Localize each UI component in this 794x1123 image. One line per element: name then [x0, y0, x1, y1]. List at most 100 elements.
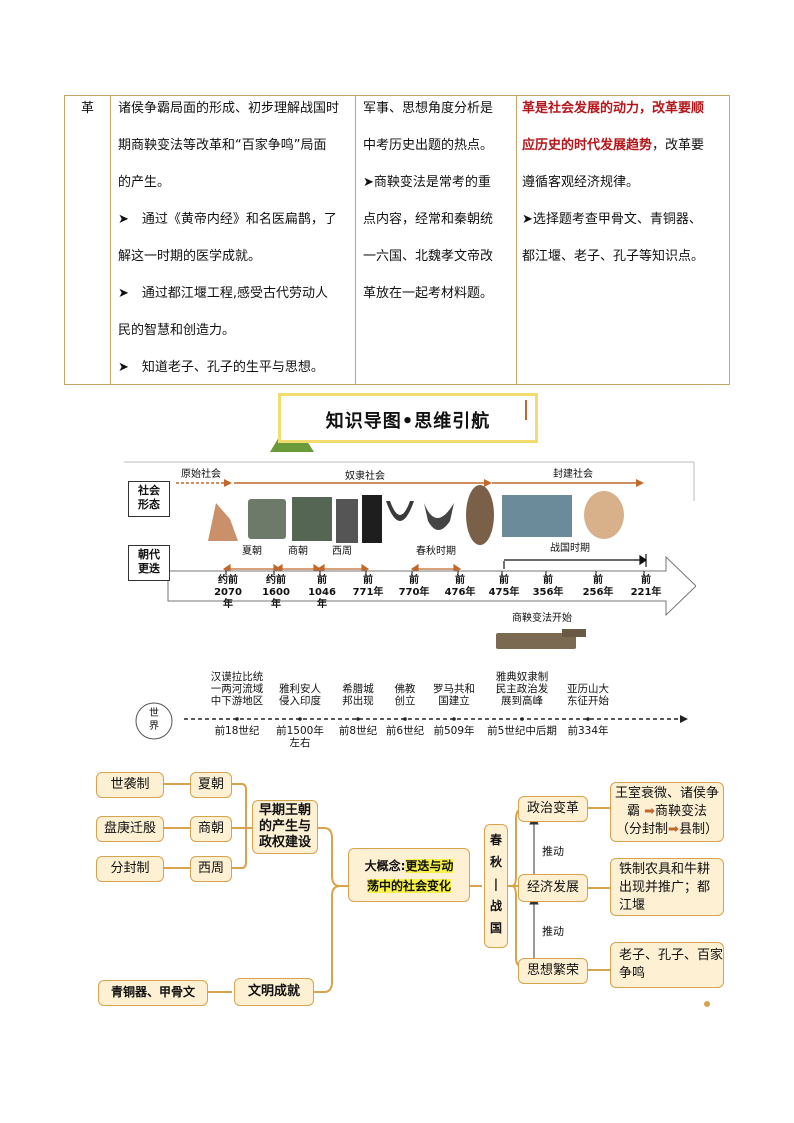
node-economy: 经济发展: [518, 874, 588, 902]
year-value: 2070年: [214, 587, 242, 610]
world-event: 雅利安人侵入印度: [265, 683, 335, 707]
period-char: 战: [489, 899, 502, 913]
goal-line: 诸侯争霸局面的形成、初步理解战国时: [118, 101, 340, 116]
push-label-1: 推动: [542, 845, 564, 858]
economy-line: 江堰: [619, 898, 646, 913]
exam-line: 中考历史出题的热点。: [363, 138, 494, 153]
node-fenfeng: 分封制: [96, 856, 164, 882]
node-economy-detail: 铁制农具和牛耕 出现并推广；都 江堰: [610, 858, 724, 916]
node-big-concept: 大概念:更迭与动 荡中的社会变化: [348, 848, 470, 902]
shang-yang-label: 商鞅变法开始: [512, 613, 572, 624]
concept-line-2: 荡中的社会变化: [349, 876, 469, 896]
politics-text: 商鞅变法: [655, 804, 708, 819]
mind-map: 世袭制 盘庚迁殷 分封制 夏朝 商朝 西周 早期王朝 的产生与 政权建设 青铜器…: [86, 760, 730, 1020]
node-hereditary: 世袭制: [96, 772, 164, 798]
politics-text: （分封制: [616, 822, 669, 837]
goal-line: 民的智慧和创造力。: [118, 323, 236, 338]
early-line: 的产生与: [258, 819, 311, 834]
world-event-line: 东征开始: [567, 695, 609, 707]
world-date-line: 前334年: [567, 725, 609, 737]
timeline-diagram: 社会形态 朝代更迭 世界 原始社会 奴隶社会 封建社会 夏朝 商朝 西周 春秋时…: [114, 461, 696, 761]
advice-red-2: 应历史的时代发展趋势: [522, 138, 653, 153]
year-prefix: 前: [317, 575, 327, 586]
year-prefix: 前: [543, 575, 553, 586]
year-value: 475年: [488, 587, 520, 598]
world-event-line: 创立: [394, 695, 416, 707]
node-civilization: 文明成就: [234, 978, 314, 1006]
curriculum-table: 革 诸侯争霸局面的形成、初步理解战国时 期商鞅变法等改革和“百家争鸣”局面 的产…: [64, 95, 730, 385]
world-date-line: 前509年: [433, 725, 475, 737]
early-line: 早期王朝: [258, 803, 311, 818]
year-value: 771年: [352, 587, 384, 598]
thought-line: 老子、孔子、百家: [619, 948, 724, 963]
dynasty-chunqiu: 春秋时期: [416, 546, 456, 557]
exam-line: 点内容，经常和秦朝统: [363, 212, 494, 227]
world-event-date: 前8世纪: [320, 725, 396, 737]
year-value: 1600年: [262, 587, 290, 610]
year-prefix: 前: [593, 575, 603, 586]
advice-line: 遵循客观经济规律。: [522, 175, 640, 190]
economy-line: 铁制农具和牛耕: [619, 862, 711, 877]
push-label-2: 推动: [542, 925, 564, 938]
world-date-line: 前18世纪: [214, 725, 260, 737]
advice-rest: ，改革要: [652, 138, 705, 153]
politics-text: 霸: [626, 804, 640, 819]
world-event: 亚历山大东征开始: [553, 683, 623, 707]
table-cell-goals: 诸侯争霸局面的形成、初步理解战国时 期商鞅变法等改革和“百家争鸣”局面 的产生。…: [118, 96, 354, 392]
label-society-text: 社会形态: [138, 484, 160, 511]
node-bronze: 青铜器、甲骨文: [98, 980, 208, 1006]
dynasty-shang: 商朝: [288, 546, 308, 557]
world-event-date: 前18世纪: [199, 725, 275, 737]
node-xia: 夏朝: [190, 772, 232, 798]
year-value: 356年: [532, 587, 564, 598]
world-event: 希腊城邦出现: [323, 683, 393, 707]
society-feudal: 封建社会: [553, 469, 593, 480]
goal-line: ➤ 通过《黄帝内经》和名医扁鹊，了: [118, 212, 337, 227]
period-char: |: [493, 877, 499, 891]
goal-line: ➤ 知道老子、孔子的生平与思想。: [118, 360, 324, 375]
world-event-line: 展到高峰: [501, 695, 543, 707]
period-char: 秋: [489, 855, 502, 869]
world-date-line: 前5世纪中后期: [487, 725, 557, 737]
node-pangeng: 盘庚迁殷: [96, 816, 164, 842]
node-politics-detail: 王室衰微、诸侯争 霸 ➡商鞅变法 （分封制➡县制）: [610, 782, 724, 842]
concept-prefix: 大概念:: [364, 859, 406, 873]
year-prefix: 前: [409, 575, 419, 586]
society-primitive: 原始社会: [181, 469, 221, 480]
world-event-line: 罗马共和: [433, 683, 475, 695]
world-event-line: 亚历山大: [567, 683, 609, 695]
label-dynasty-text: 朝代更迭: [138, 548, 160, 575]
year-value: 1046年: [308, 587, 336, 610]
politics-line: 王室衰微、诸侯争: [614, 786, 719, 801]
world-event-line: 雅典奴隶制: [495, 671, 549, 683]
exam-line: 一六国、北魏孝文帝改: [363, 249, 494, 264]
goal-line: 的产生。: [118, 175, 171, 190]
world-event-line: 一两河流域: [210, 683, 264, 695]
node-politics: 政治变革: [518, 796, 588, 822]
world-event: 汉谟拉比统一两河流域中下游地区: [202, 671, 272, 707]
world-event-date: 前5世纪中后期: [484, 725, 560, 737]
table-divider: [516, 96, 517, 384]
goal-line: 期商鞅变法等改革和“百家争鸣”局面: [118, 138, 327, 153]
label-dynasty: 朝代更迭: [128, 545, 170, 581]
world-date-line: 左右: [289, 737, 311, 749]
world-date-line: 前1500年: [276, 725, 324, 737]
timeline-graphics: [124, 461, 696, 740]
node-period: 春 秋 | 战 国: [484, 824, 508, 948]
label-society: 社会形态: [128, 481, 170, 517]
banner-title: 知识导图•思维引航: [325, 411, 491, 432]
arrow-right-icon: ➡: [668, 822, 679, 837]
dynasty-zhou: 西周: [332, 546, 352, 557]
banner-accent: [525, 400, 527, 420]
goal-line: 解这一时期的医学成就。: [118, 249, 262, 264]
advice-red-1: 革是社会发展的动力，改革要顺: [522, 101, 705, 116]
advice-line: ➤选择题考查甲骨文、青铜器、: [522, 212, 702, 227]
node-early-dynasty: 早期王朝 的产生与 政权建设: [252, 800, 318, 854]
table-divider: [355, 96, 356, 384]
goal-line: ➤ 通过都江堰工程,感受古代劳动人: [118, 286, 329, 301]
